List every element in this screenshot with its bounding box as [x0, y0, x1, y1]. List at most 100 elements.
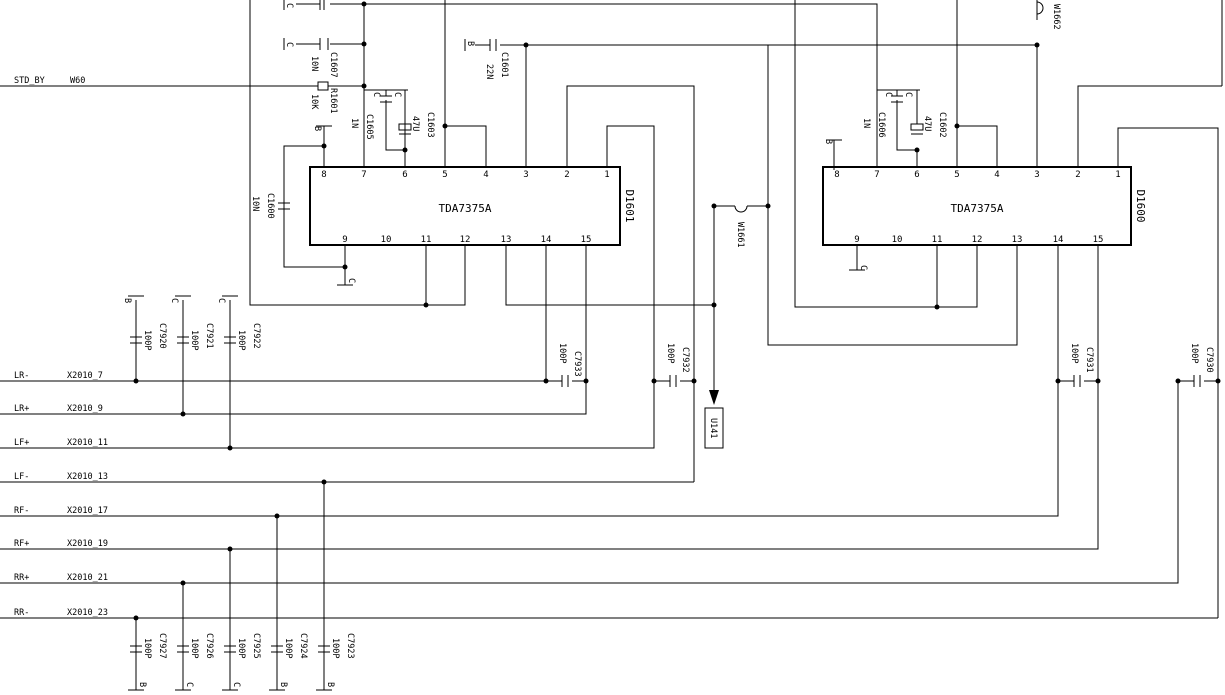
component-value: 100P — [665, 343, 675, 363]
capacitor-symbol — [319, 0, 325, 10]
component-value: 100P — [1189, 343, 1199, 363]
component-ref: C7920 — [157, 323, 167, 349]
capacitor-symbol — [318, 645, 330, 653]
component-ref: C7931 — [1084, 347, 1094, 373]
capacitor-symbol — [910, 123, 924, 131]
component-value: 100P — [236, 330, 246, 350]
jumper-symbol — [1036, 1, 1044, 15]
connector-label: X2010_9 — [67, 404, 103, 414]
pin-label: 3 — [1034, 170, 1039, 180]
supply-label: B — [465, 41, 475, 46]
net-label: STD_BY — [14, 76, 45, 86]
supply-label: B — [278, 682, 288, 687]
pin-label: 1 — [604, 170, 609, 180]
capacitor-symbol — [1073, 375, 1081, 387]
connector-label: X2010_19 — [67, 539, 108, 549]
net-label: RR+ — [14, 573, 29, 583]
connector-label: X2010_13 — [67, 472, 108, 482]
pin-label: 4 — [994, 170, 999, 180]
pin-label: 5 — [442, 170, 447, 180]
ic-left-ref: D1601 — [623, 189, 636, 222]
component-ref: C1602 — [937, 112, 947, 138]
component-ref: C7922 — [251, 323, 261, 349]
component-ref: C7927 — [157, 633, 167, 659]
capacitor-symbol — [561, 375, 569, 387]
pin-label: 5 — [954, 170, 959, 180]
supply-label: B — [325, 682, 335, 687]
pin-label: 6 — [914, 170, 919, 180]
component-value: 10N — [309, 56, 319, 71]
u141-box — [704, 407, 724, 449]
connector-label: X2010_17 — [67, 506, 108, 516]
component-ref: C1605 — [364, 114, 374, 140]
supply-label: C — [216, 298, 226, 303]
component-value: 47U — [922, 116, 932, 131]
component-ref: C1606 — [876, 112, 886, 138]
component-value: 100P — [283, 638, 293, 658]
component-ref: C7930 — [1204, 347, 1214, 373]
net-labels: STD_BY W60 LR- X2010_7 LR+ X2010_9 LF+ X… — [14, 76, 108, 618]
jumper-ref: W1662 — [1051, 4, 1061, 30]
component-ref: C1601 — [499, 52, 509, 78]
supply-label: C — [284, 3, 294, 8]
pin-label: 6 — [402, 170, 407, 180]
pin-label: 15 — [1093, 235, 1104, 245]
pin-label: 7 — [361, 170, 366, 180]
pin-label: 13 — [501, 235, 512, 245]
supply-label: C — [231, 682, 241, 687]
supply-label: C — [346, 278, 356, 283]
pin-label: 8 — [321, 170, 326, 180]
component-ref: C7926 — [204, 633, 214, 659]
capacitor-symbol — [489, 39, 497, 51]
ic-left-bottom-pins: 9 10 11 12 13 14 15 — [342, 235, 591, 245]
pin-label: 11 — [932, 235, 943, 245]
pin-label: 1 — [1115, 170, 1120, 180]
supply-label: C — [371, 92, 381, 97]
pin-label: 4 — [483, 170, 488, 180]
pin-label: 7 — [874, 170, 879, 180]
pin-label: 2 — [564, 170, 569, 180]
connector-label: X2010_21 — [67, 573, 108, 583]
supply-label: C — [903, 92, 913, 97]
pin-label: 3 — [523, 170, 528, 180]
component-value: 1N — [861, 118, 871, 128]
component-value: 10K — [309, 94, 319, 110]
component-value: 100P — [236, 638, 246, 658]
pin-label: 13 — [1012, 235, 1023, 245]
component-value: 1N — [349, 118, 359, 128]
component-value: 100P — [189, 330, 199, 350]
net-label: RF+ — [14, 539, 29, 549]
pin-label: 9 — [342, 235, 347, 245]
pin-label: 14 — [1053, 235, 1064, 245]
resistor-symbol — [317, 81, 329, 91]
pin-label: 9 — [854, 235, 859, 245]
supply-label: B — [122, 298, 132, 303]
supply-label: C — [284, 42, 294, 47]
pin-label: 14 — [541, 235, 552, 245]
supply-label: B — [312, 126, 322, 131]
jumper-symbol — [734, 205, 748, 213]
capacitor-symbol — [177, 645, 189, 653]
supply-bar — [283, 38, 865, 286]
capacitor-symbol — [177, 336, 189, 344]
net-label: LR+ — [14, 404, 29, 414]
pin-label: 10 — [892, 235, 903, 245]
component-value: 100P — [330, 638, 340, 658]
capacitor-symbol — [278, 202, 290, 210]
capacitor-symbol — [130, 645, 142, 653]
component-value: 100P — [189, 638, 199, 658]
ic-right-ref: D1600 — [1134, 189, 1147, 222]
ic-right-part: TDA7375A — [951, 202, 1004, 215]
capacitor-symbol — [319, 38, 329, 50]
component-ref: C7924 — [298, 633, 308, 659]
ic-right-top-pins: 8 7 6 5 4 3 2 1 — [834, 170, 1120, 180]
capacitor-symbol — [669, 375, 677, 387]
connector-label: X2010_7 — [67, 371, 103, 381]
jumper-ref: W1661 — [735, 222, 745, 248]
supply-label: C — [858, 265, 868, 270]
pin-label: 12 — [460, 235, 471, 245]
connector-label: W60 — [70, 76, 85, 86]
pin-label: 11 — [421, 235, 432, 245]
net-label: RF- — [14, 506, 29, 516]
